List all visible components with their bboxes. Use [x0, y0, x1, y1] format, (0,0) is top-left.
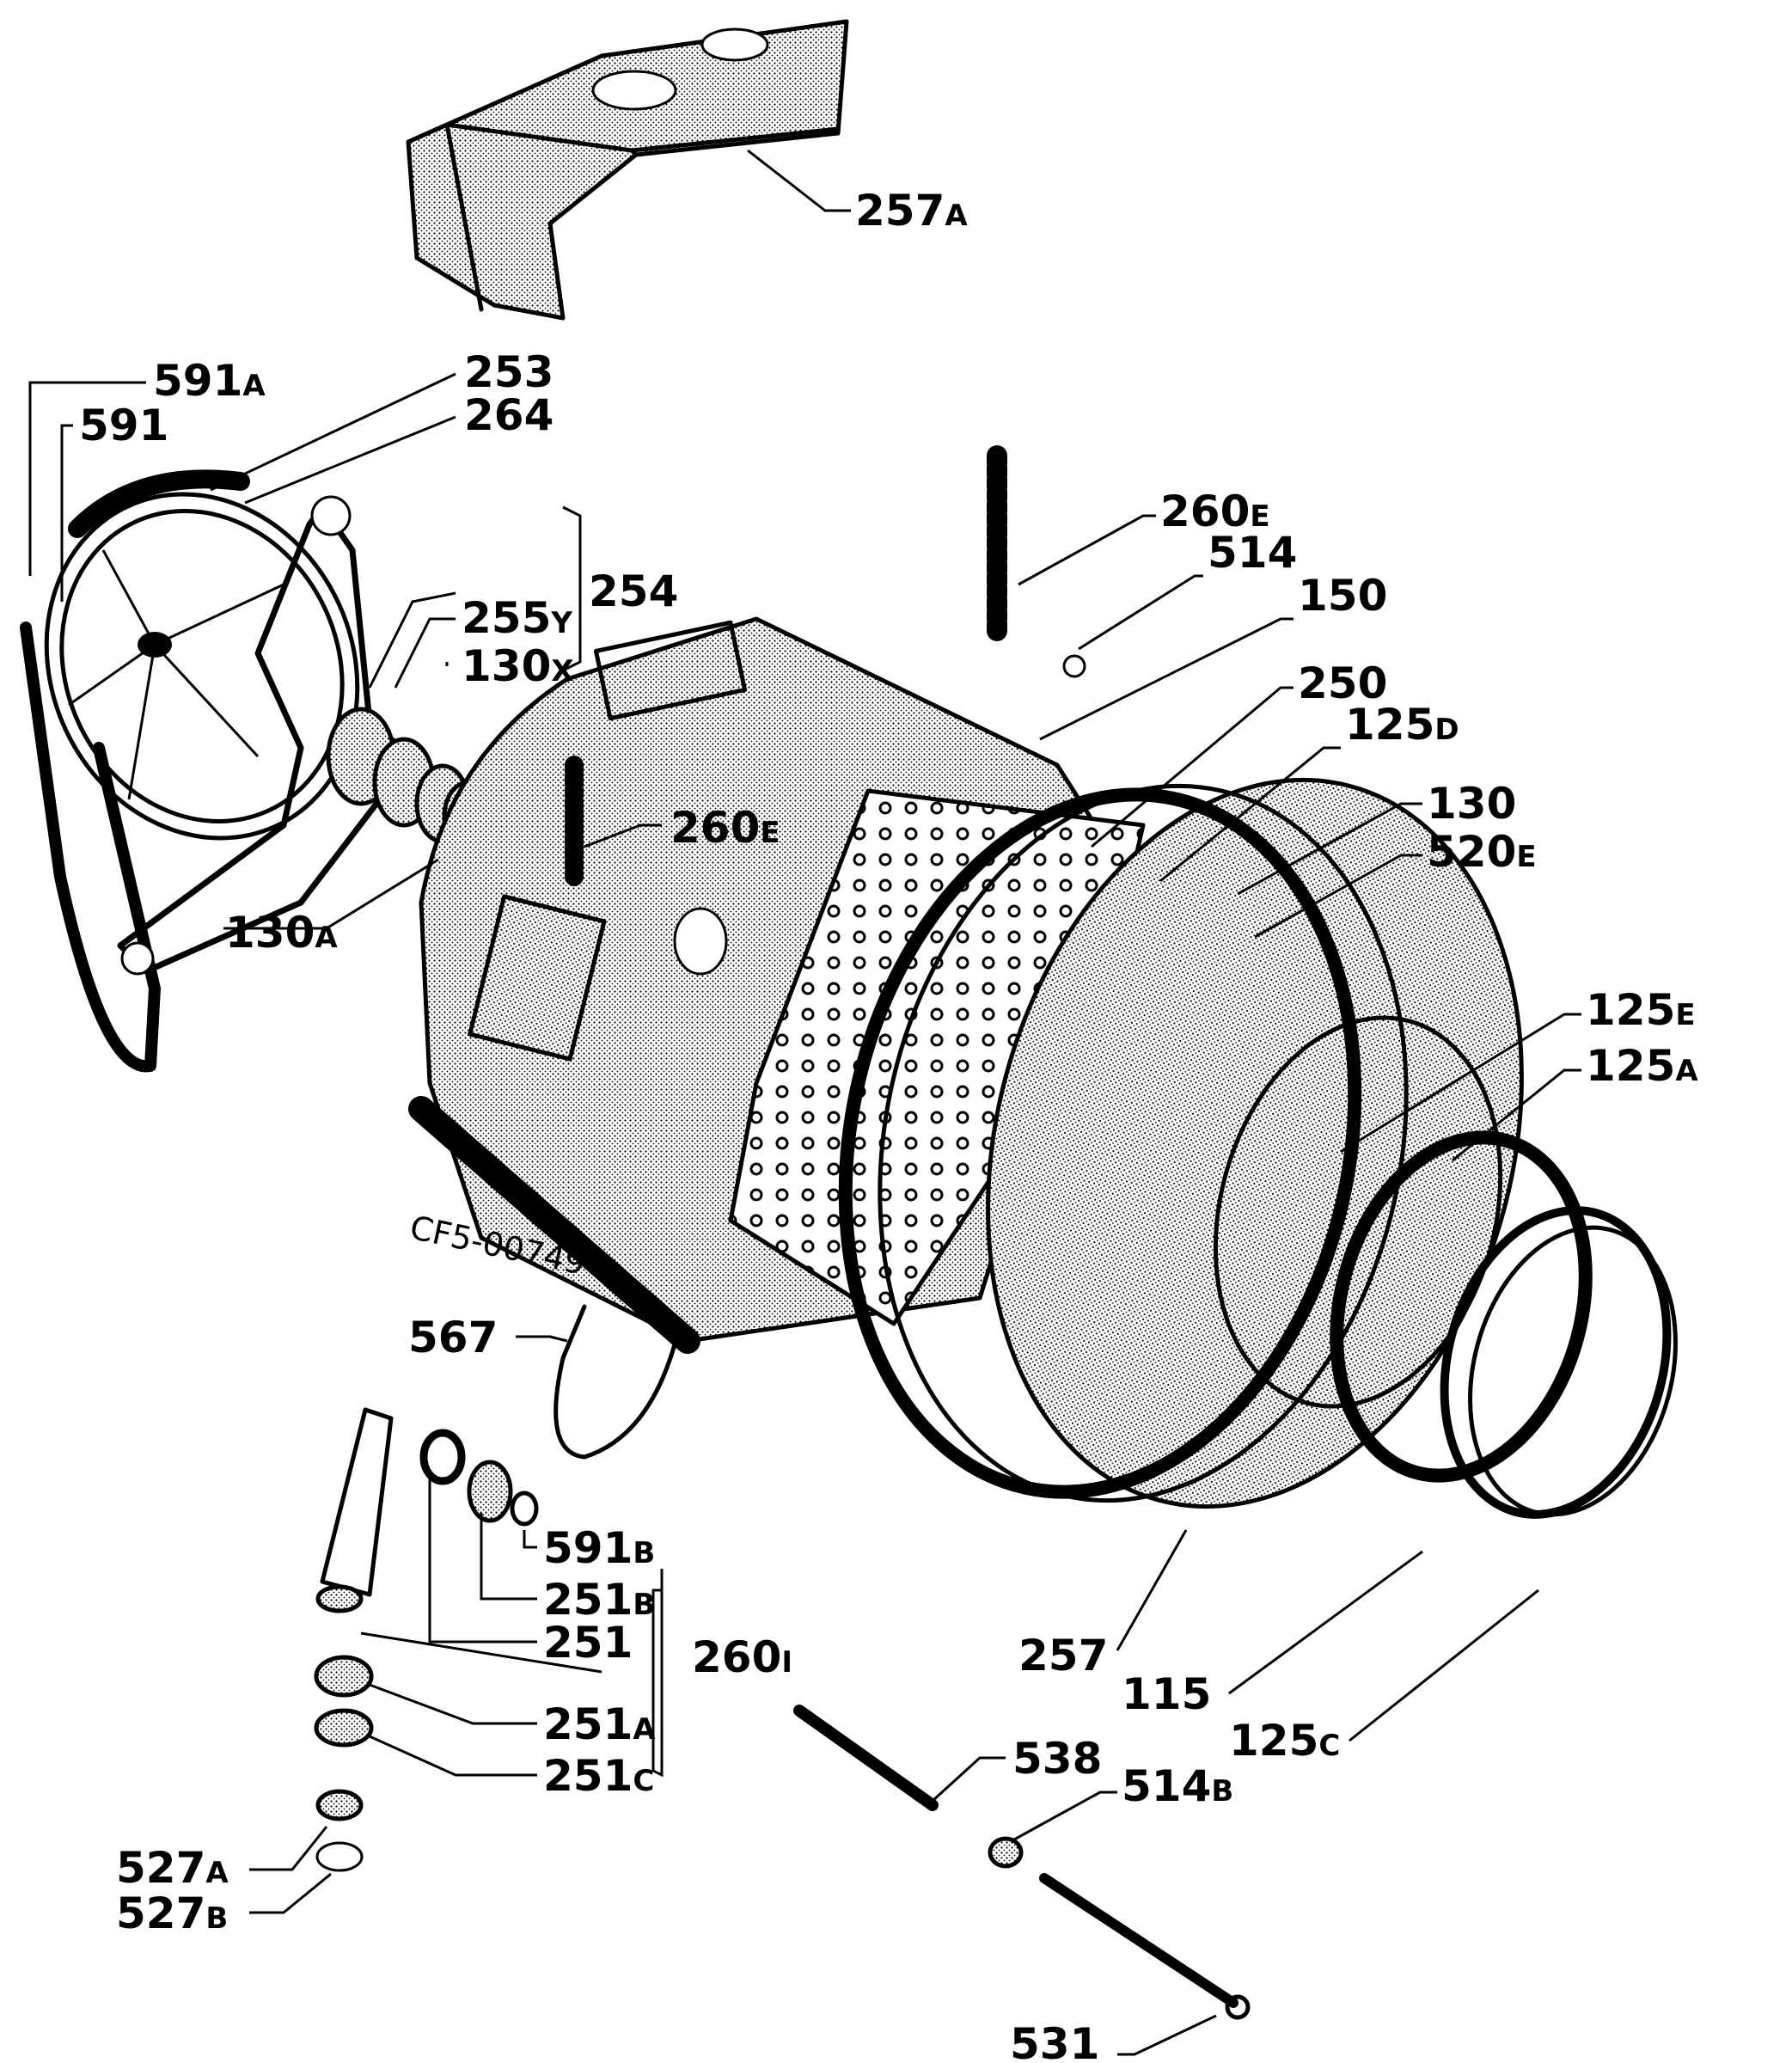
drum-spider-arm [117, 495, 416, 976]
label-591b: 591B [543, 1523, 655, 1573]
label-115: 115 [1122, 1669, 1211, 1719]
label-538: 538 [1012, 1734, 1102, 1784]
label-527b: 527B [116, 1889, 228, 1938]
label-130a: 130A [225, 908, 338, 958]
label-527a: 527A [116, 1843, 229, 1893]
springs [565, 445, 1086, 886]
label-255y: 255Y [462, 593, 572, 643]
label-591a: 591A [153, 356, 266, 406]
label-130: 130 [1427, 779, 1516, 829]
pins-and-bolts [793, 1705, 1251, 2020]
label-591: 591 [79, 401, 168, 450]
label-531: 531 [1010, 2019, 1099, 2063]
part-labels: 257A 591A 591 253 264 254 255Y 130X 130A… [79, 186, 1698, 2063]
shock-absorber-parts [314, 1407, 539, 1872]
label-125a: 125A [1586, 1041, 1698, 1091]
label-260e-lower: 260E [670, 803, 780, 853]
label-150: 150 [1298, 571, 1387, 621]
leader-lines [28, 149, 1581, 2056]
label-257a: 257A [855, 186, 968, 236]
drive-pulley [44, 469, 360, 841]
tub-front [838, 777, 1524, 1509]
label-264: 264 [464, 390, 554, 440]
label-251: 251 [543, 1618, 633, 1668]
label-125c: 125C [1229, 1716, 1340, 1766]
label-125e: 125E [1586, 985, 1696, 1035]
label-130x: 130X [462, 641, 574, 691]
label-251b: 251B [543, 1575, 655, 1625]
label-260i: 260I [692, 1632, 792, 1682]
label-254: 254 [589, 566, 678, 616]
label-567: 567 [408, 1313, 498, 1362]
counterweight-top [406, 19, 849, 321]
drive-belt [20, 621, 161, 1073]
label-514b: 514B [1122, 1761, 1233, 1811]
outer-tub [408, 616, 1146, 1354]
label-251a: 251A [543, 1699, 656, 1749]
label-514: 514 [1208, 528, 1297, 578]
label-251c: 251C [543, 1751, 654, 1801]
label-257: 257 [1018, 1631, 1108, 1680]
label-253: 253 [464, 347, 554, 397]
label-260e-upper: 260E [1160, 487, 1270, 536]
door-seal [1330, 1130, 1678, 1519]
label-520e: 520E [1427, 827, 1537, 877]
label-125d: 125D [1345, 700, 1459, 750]
bracket-567 [554, 1304, 682, 1460]
label-250: 250 [1298, 658, 1387, 708]
